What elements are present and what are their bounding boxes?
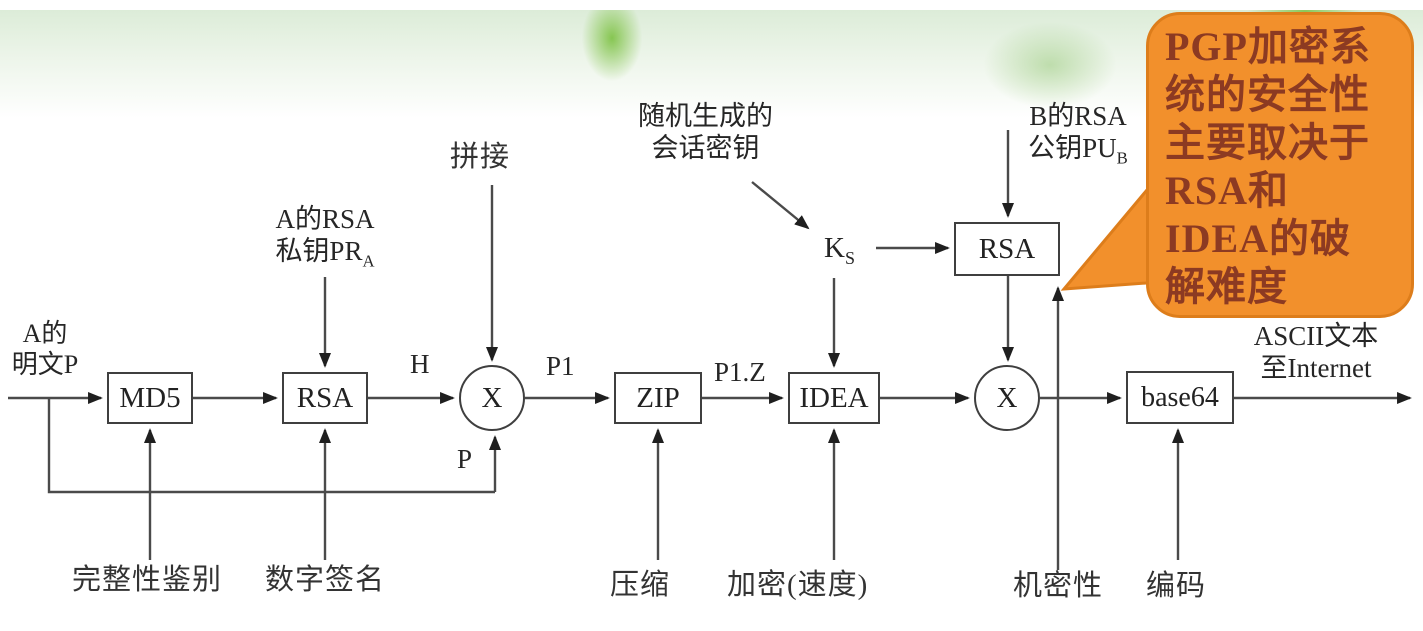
b-key-subscript: B: [1116, 148, 1128, 168]
a-key-line2: 私钥PR: [275, 236, 363, 267]
session-line1: 随机生成的: [638, 101, 773, 131]
node-multiplier-2: X: [974, 365, 1040, 431]
b-key-line1: B的RSA: [1029, 101, 1127, 131]
ks-label: KS: [824, 231, 855, 269]
ks-main: K: [824, 232, 845, 264]
node-idea-label: IDEA: [799, 381, 869, 414]
a-key-subscript: A: [362, 251, 375, 271]
encode-label: 编码: [1146, 570, 1207, 602]
confidentiality-label: 机密性: [1013, 570, 1104, 602]
ascii-line1: ASCII文本: [1253, 321, 1379, 351]
b-key-line2: 公钥PU: [1028, 133, 1117, 164]
node-multiplier-1: X: [459, 365, 525, 431]
p1-label: P1: [546, 351, 575, 381]
ks-subscript: S: [844, 247, 855, 268]
plaintext-line2: 明文P: [11, 350, 79, 380]
ascii-line2: 至Internet: [1260, 353, 1372, 384]
node-md5: MD5: [107, 372, 193, 424]
node-base64: base64: [1126, 371, 1234, 424]
session-key-label: 随机生成的 会话密钥: [623, 100, 788, 165]
node-rsa-sign-label: RSA: [296, 381, 354, 414]
node-zip: ZIP: [614, 372, 702, 424]
node-base64-label: base64: [1141, 381, 1219, 413]
signature-label: 数字签名: [265, 564, 386, 596]
b-public-key-label: B的RSA 公钥PUB: [1015, 100, 1141, 169]
plaintext-line1: A的: [22, 319, 68, 348]
node-rsa-sign: RSA: [282, 372, 368, 424]
session-line2: 会话密钥: [651, 133, 760, 164]
plaintext-label: A的 明文P: [5, 318, 85, 380]
node-multiplier-1-label: X: [481, 381, 503, 414]
security-callout: PGP加密系 统的安全性 主要取决于 RSA和 IDEA的破 解难度: [1146, 12, 1414, 318]
node-rsa-encrypt-label: RSA: [978, 232, 1036, 265]
node-md5-label: MD5: [119, 381, 181, 414]
concat-label: 拼接: [450, 141, 511, 173]
p-label: P: [457, 444, 473, 474]
a-key-line1: A的RSA: [275, 204, 375, 234]
p1z-label: P1.Z: [714, 357, 766, 387]
encrypt-speed-label: 加密(速度): [727, 569, 869, 601]
node-zip-label: ZIP: [636, 381, 680, 414]
integrity-label: 完整性鉴别: [72, 564, 223, 596]
compress-label: 压缩: [610, 569, 671, 601]
node-rsa-encrypt: RSA: [954, 222, 1060, 276]
hash-label: H: [410, 349, 430, 379]
node-idea: IDEA: [788, 372, 880, 424]
node-multiplier-2-label: X: [996, 381, 1018, 414]
ascii-output-label: ASCII文本 至Internet: [1240, 320, 1392, 385]
a-private-key-label: A的RSA 私钥PRA: [258, 203, 392, 272]
